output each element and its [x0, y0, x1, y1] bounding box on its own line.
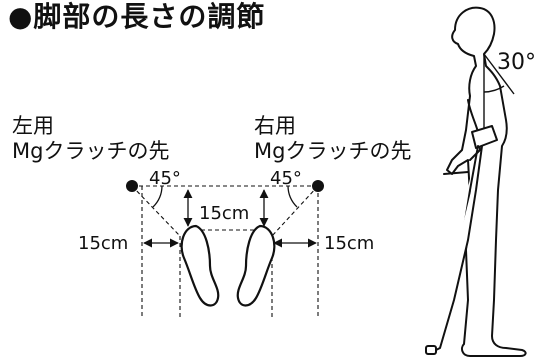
guide-lines	[131, 185, 319, 318]
forward-distance-label: 15cm	[199, 203, 250, 224]
angle-label-left: 45°	[149, 168, 181, 189]
left-footprint	[180, 224, 220, 307]
crutch-angle-indicator	[483, 53, 515, 128]
right-tip-label-line1: 右用	[254, 114, 296, 138]
right-footprint	[236, 224, 276, 307]
right-tip-label-line2: Mgクラッチの先	[254, 139, 412, 163]
angle-arc-right	[287, 185, 298, 208]
left-tip-label-line1: 左用	[12, 114, 54, 138]
person-figure	[446, 6, 527, 357]
angle-arc-left	[152, 185, 163, 208]
diagram-title: ●脚部の長さの調節	[8, 0, 266, 33]
crutch-angle-label: 30°	[497, 50, 536, 75]
left-tip-label-line2: Mgクラッチの先	[12, 139, 170, 163]
crutch	[425, 125, 498, 355]
side-distance-label-right: 15cm	[324, 233, 375, 254]
side-distance-label-left: 15cm	[78, 233, 129, 254]
angle-label-right: 45°	[270, 168, 302, 189]
